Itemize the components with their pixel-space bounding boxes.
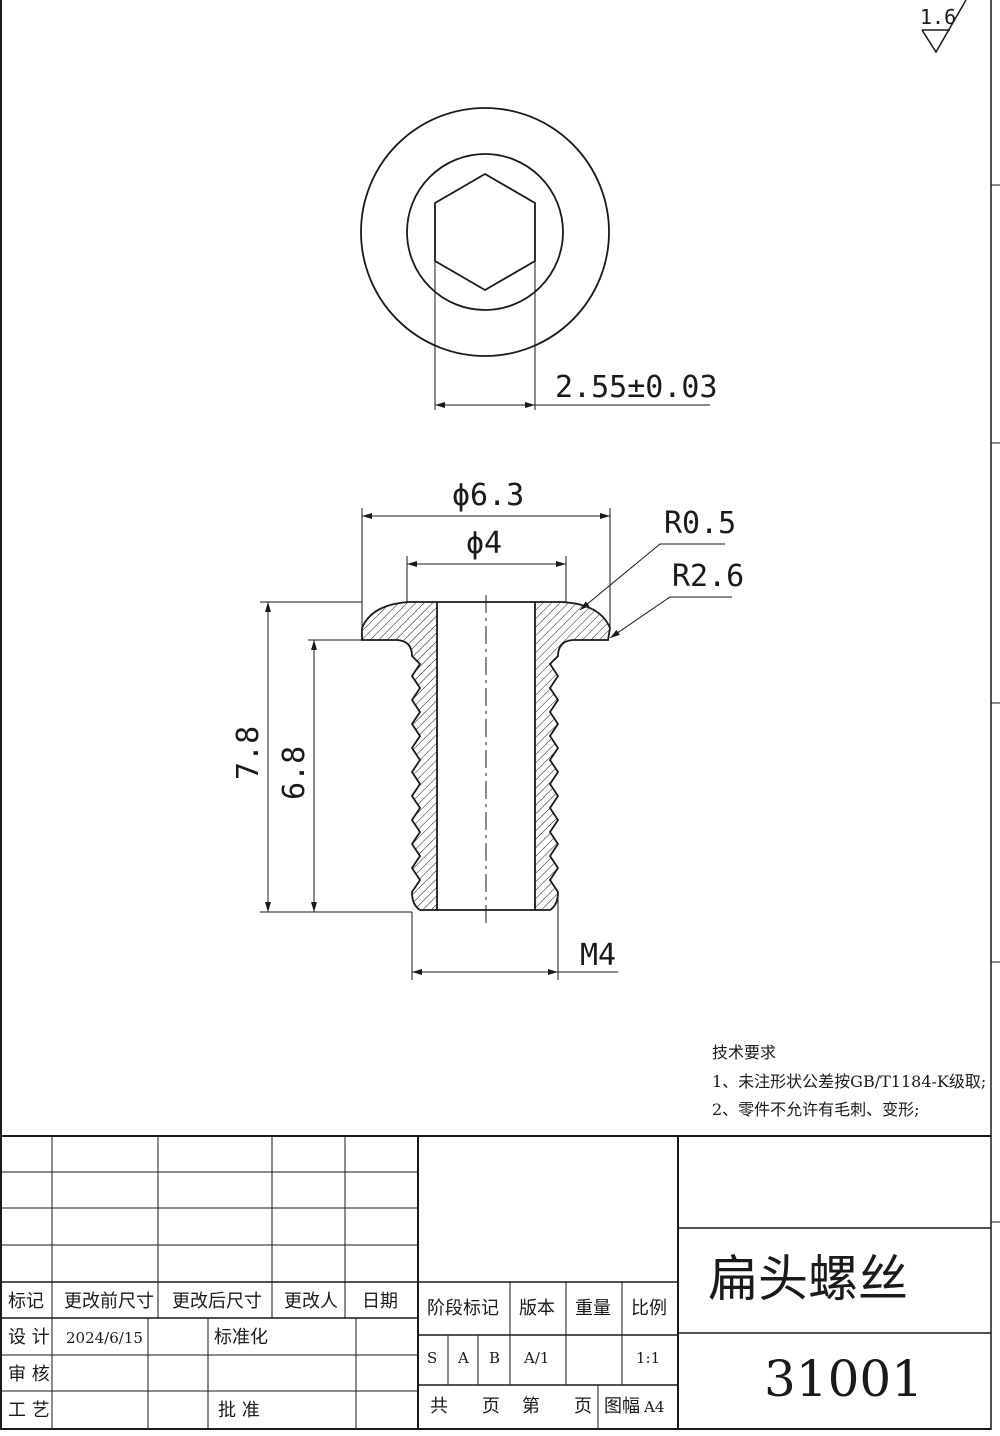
nth-label: 第 [522, 1396, 540, 1417]
tech-req-item-2: 2、零件不允许有毛刺、变形; [712, 1100, 920, 1119]
roughness-value: 1.6 [920, 5, 956, 29]
bore-diameter-label: ϕ4 [466, 526, 502, 561]
surface-roughness-symbol: 1.6 [920, 0, 967, 54]
drawing-title: 扁头螺丝 [708, 1250, 908, 1308]
technical-requirements: 技术要求 1、未注形状公差按GB/T1184-K级取; 2、零件不允许有毛刺、变… [712, 1043, 986, 1119]
design-label: 设 计 [8, 1327, 50, 1348]
page-label: 页 [574, 1396, 592, 1417]
stage-mark-header: 阶段标记 [427, 1298, 499, 1319]
head-diameter-label: ϕ6.3 [452, 478, 524, 513]
stage-mark-a: A [457, 1349, 469, 1367]
head-radius-label: R2.6 [672, 559, 744, 594]
edge-radius-label: R0.5 [664, 506, 736, 541]
pages-label: 页 [482, 1396, 500, 1417]
left-section-wall [361, 601, 438, 911]
tech-req-item-1: 1、未注形状公差按GB/T1184-K级取; [712, 1072, 986, 1091]
rev-header-date: 日期 [362, 1291, 398, 1312]
version-value: A/1 [523, 1349, 549, 1367]
head-inner-circle [406, 153, 564, 311]
weight-header: 重量 [575, 1298, 611, 1319]
version-header: 版本 [519, 1298, 555, 1319]
title-block [0, 1135, 991, 1429]
section-dimensions [260, 508, 732, 980]
info-block: 阶段标记 版本 重量 比例 S A B A/1 1:1 共 页 第 页 图幅 A… [427, 1298, 667, 1417]
thread-size-label: M4 [580, 938, 616, 973]
process-label: 工 艺 [8, 1400, 50, 1421]
sheet-size-value: A4 [643, 1398, 664, 1416]
section-view [361, 595, 611, 925]
review-label: 审 核 [8, 1364, 50, 1385]
rev-header-changer: 更改人 [284, 1291, 338, 1312]
thread-length-label: 6.8 [277, 746, 312, 800]
stage-mark-s: S [427, 1349, 437, 1367]
hex-socket [434, 172, 536, 292]
revision-block: 标记 更改前尺寸 更改后尺寸 更改人 日期 设 计 2024/6/15 标准化 … [8, 1291, 398, 1421]
tech-req-heading: 技术要求 [712, 1043, 776, 1062]
design-date: 2024/6/15 [66, 1329, 143, 1347]
total-pages-label: 共 [430, 1396, 448, 1417]
total-length-label: 7.8 [231, 726, 266, 780]
hex-dimension-label: 2.55±0.03 [555, 370, 718, 405]
part-number: 31001 [764, 1350, 923, 1408]
scale-header: 比例 [631, 1298, 667, 1319]
approval-label: 批 准 [218, 1400, 260, 1421]
sheet-size-label: 图幅 [604, 1396, 640, 1417]
stage-mark-b: B [489, 1349, 500, 1367]
standardization-label: 标准化 [214, 1327, 268, 1348]
right-section-wall [534, 601, 611, 911]
rev-header-after: 更改后尺寸 [172, 1291, 262, 1312]
rev-header-before: 更改前尺寸 [64, 1291, 154, 1312]
rev-header-mark: 标记 [8, 1291, 44, 1312]
head-outer-circle [360, 107, 610, 357]
scale-value: 1:1 [636, 1349, 660, 1367]
top-view [360, 107, 710, 410]
